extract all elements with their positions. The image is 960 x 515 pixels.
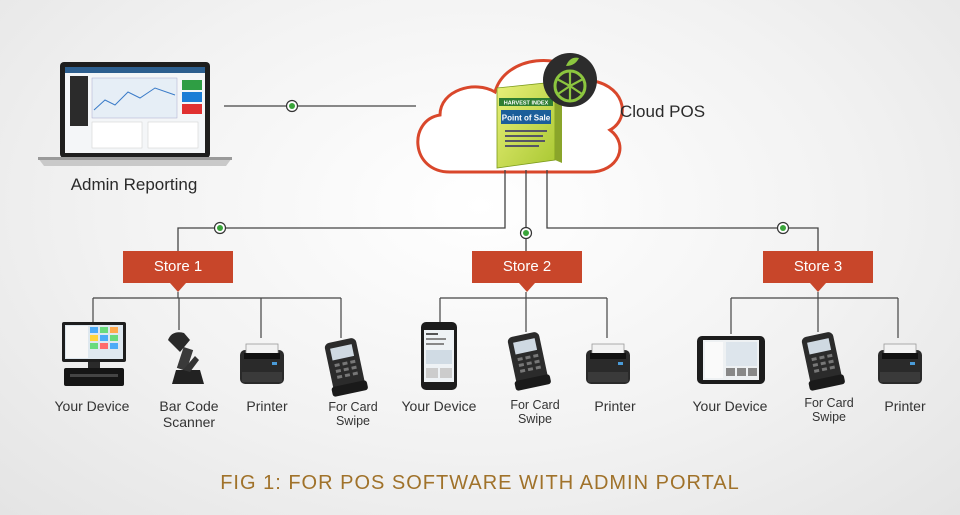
store-connector-lines [177, 170, 819, 252]
card-reader-icon [506, 331, 552, 392]
device-label: For Card Swipe [510, 398, 560, 427]
software-box-icon: HARVEST INDEX Point of Sale [496, 81, 562, 169]
cloud-pos-label: Cloud POS [620, 102, 706, 121]
device-label: Printer [246, 398, 288, 414]
admin-connector-dot [285, 99, 299, 113]
device-label: Your Device [401, 398, 477, 414]
device-label: Printer [884, 398, 926, 414]
svg-text:Point of Sale: Point of Sale [502, 114, 551, 123]
device-label: Your Device [692, 398, 768, 414]
device-branch-lines [92, 292, 899, 338]
receipt-printer-icon [877, 343, 923, 385]
receipt-printer-icon [585, 343, 631, 385]
tablet-icon [697, 336, 765, 384]
device-label: For Card Swipe [804, 396, 854, 425]
card-reader-icon [800, 331, 846, 392]
device-label: Your Device [54, 398, 130, 414]
barcode-scanner-icon [168, 332, 204, 384]
store-2-box: Store 2 [472, 251, 582, 292]
pos-terminal-icon [62, 322, 126, 386]
smartphone-icon [421, 322, 457, 390]
store-1-box: Store 1 [123, 251, 233, 292]
device-label: Printer [594, 398, 636, 414]
admin-reporting-label: Admin Reporting [70, 175, 198, 194]
store-3-box: Store 3 [763, 251, 873, 292]
figure-caption: FIG 1: FOR POS SOFTWARE WITH ADMIN PORTA… [220, 472, 740, 494]
laptop-icon [38, 62, 232, 166]
device-label: For Card Swipe [328, 400, 378, 429]
svg-text:HARVEST INDEX: HARVEST INDEX [504, 101, 549, 107]
receipt-printer-icon [239, 343, 285, 385]
device-label: Bar Code Scanner [159, 398, 219, 431]
store2-connector-dot [519, 226, 533, 240]
store3-connector-dot [776, 221, 790, 235]
store1-connector-dot [213, 221, 227, 235]
card-reader-icon [323, 337, 369, 398]
orange-slice-icon [543, 53, 597, 107]
